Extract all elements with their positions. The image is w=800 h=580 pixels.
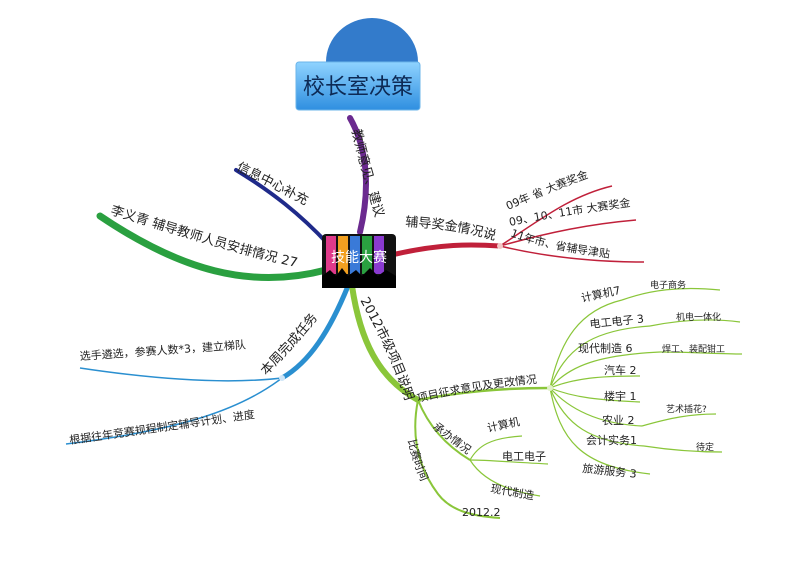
opinion-item-7[interactable]: 旅游服务 3 bbox=[582, 461, 638, 481]
opinion-fan bbox=[549, 287, 743, 475]
blue-child-2[interactable]: 根据往年竞赛规程制定辅导计划、进度 bbox=[68, 407, 255, 447]
host-fan bbox=[469, 435, 549, 497]
red-child-1-connector bbox=[499, 185, 613, 247]
host-items: 计算机 电工电子 现代制造 bbox=[486, 414, 546, 502]
branch-lime bbox=[349, 283, 421, 403]
time-item-0[interactable]: 2012.2 bbox=[462, 506, 501, 519]
branch-purple bbox=[347, 115, 369, 235]
central-label: 技能大赛 bbox=[331, 250, 387, 266]
opinion-items: 计算机7 电子商务 电工电子 3 机电一体化 现代制造 6 焊工、装配钳工 汽车… bbox=[578, 279, 725, 481]
opinion-item-2[interactable]: 现代制造 6 bbox=[578, 341, 633, 355]
top-card[interactable]: 校长室决策 bbox=[295, 18, 421, 111]
branch-green-left bbox=[96, 212, 330, 282]
blue-child-1[interactable]: 选手遴选，参赛人数*3，建立梯队 bbox=[79, 337, 246, 363]
navy-branch-label[interactable]: 信息中心补充 bbox=[234, 160, 311, 209]
branch-red bbox=[393, 242, 503, 257]
opinion-item-6[interactable]: 会计实务1 bbox=[586, 433, 637, 447]
opinion-note-2: 焊工、装配钳工 bbox=[662, 343, 725, 355]
opinion-junction-dot bbox=[547, 385, 553, 391]
red-child-3-connector bbox=[499, 245, 645, 263]
opinion-item-4[interactable]: 楼宇 1 bbox=[604, 389, 637, 403]
host-item-0[interactable]: 计算机 bbox=[486, 414, 521, 435]
host-item-1[interactable]: 电工电子 bbox=[502, 450, 546, 463]
central-node[interactable]: 技能大赛 bbox=[322, 234, 396, 288]
opinion-note-5: 艺术插花? bbox=[666, 403, 707, 415]
blue-child-1-connector bbox=[79, 367, 283, 382]
blue-child-2-connector bbox=[65, 377, 283, 445]
lime-opinion-connector bbox=[417, 386, 551, 402]
branch-navy bbox=[234, 168, 330, 246]
time-label[interactable]: 比赛时间 bbox=[405, 438, 430, 483]
host-label[interactable]: 承办情况 bbox=[430, 420, 473, 457]
opinion-item-1[interactable]: 电工电子 3 bbox=[589, 312, 645, 331]
crowd-silhouette bbox=[322, 268, 396, 288]
opinion-note-1: 机电一体化 bbox=[676, 311, 721, 323]
lime-time-connector bbox=[414, 399, 501, 519]
blue-junction-dot bbox=[279, 375, 285, 381]
top-card-box bbox=[295, 61, 421, 111]
opinion-note-0: 电子商务 bbox=[650, 279, 686, 291]
opinion-note-6: 待定 bbox=[696, 441, 714, 453]
opinion-item-3[interactable]: 汽车 2 bbox=[604, 363, 637, 377]
top-card-label: 校长室决策 bbox=[303, 75, 413, 100]
red-branch-label[interactable]: 辅导奖金情况说明 bbox=[0, 0, 498, 244]
red-junction-dot bbox=[497, 243, 503, 249]
red-child-2-connector bbox=[499, 219, 637, 247]
host-item-2[interactable]: 现代制造 bbox=[489, 481, 535, 502]
lime-host-connector bbox=[417, 399, 471, 461]
blue-branch-label[interactable]: 本周完成任务 bbox=[258, 310, 321, 378]
opinion-item-5[interactable]: 农业 2 bbox=[602, 413, 635, 427]
lime-branch-label[interactable]: 2012市级项目说明 bbox=[357, 295, 416, 402]
branch-blue bbox=[279, 283, 351, 381]
